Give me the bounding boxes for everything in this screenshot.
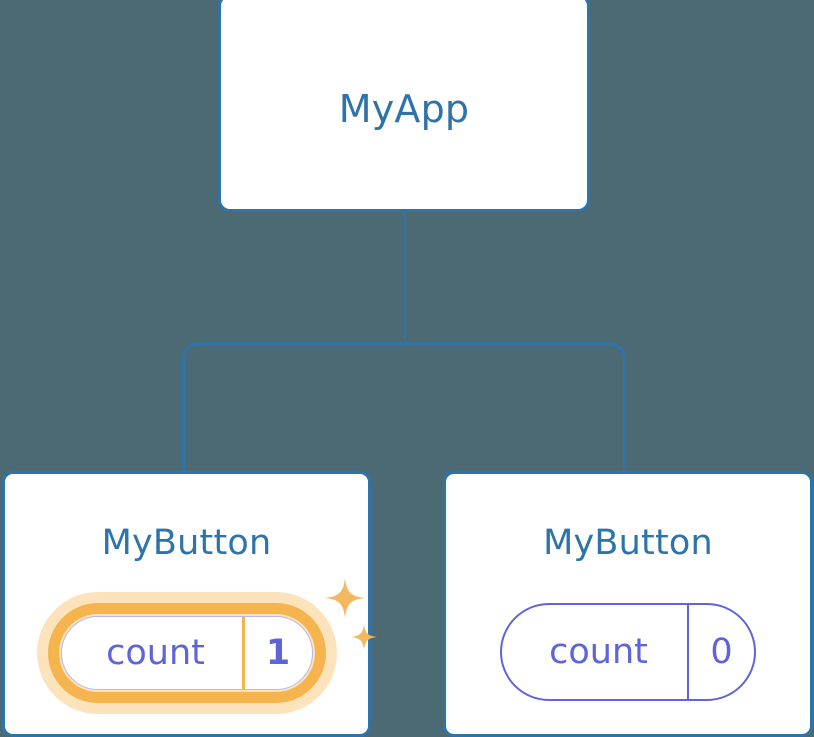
component-title: MyApp (338, 87, 470, 131)
edge-branch-left (182, 342, 405, 472)
component-title: MyButton (543, 523, 713, 563)
state-key: count (106, 633, 205, 673)
edge-branch-right (404, 342, 626, 472)
state-pill[interactable]: count 1 (60, 616, 313, 690)
component-node-root[interactable]: MyApp (218, 0, 590, 212)
pill-divider (687, 605, 689, 699)
component-node-mybutton-right[interactable]: MyButton count 0 (443, 471, 813, 737)
state-pill[interactable]: count 0 (500, 603, 756, 701)
state-value: 0 (710, 632, 733, 672)
component-node-mybutton-left[interactable]: MyButton count 1 (2, 471, 377, 737)
sparkle-large-icon (324, 578, 365, 618)
state-pill-highlighted[interactable]: count 1 (36, 578, 377, 714)
component-title: MyButton (101, 523, 272, 563)
state-value: 1 (265, 633, 291, 673)
pill-divider (241, 617, 245, 689)
state-pill-plain[interactable]: count 0 (478, 592, 778, 714)
state-key: count (549, 632, 648, 672)
sparkle-small-icon (350, 624, 377, 650)
highlight-ring (47, 603, 326, 703)
